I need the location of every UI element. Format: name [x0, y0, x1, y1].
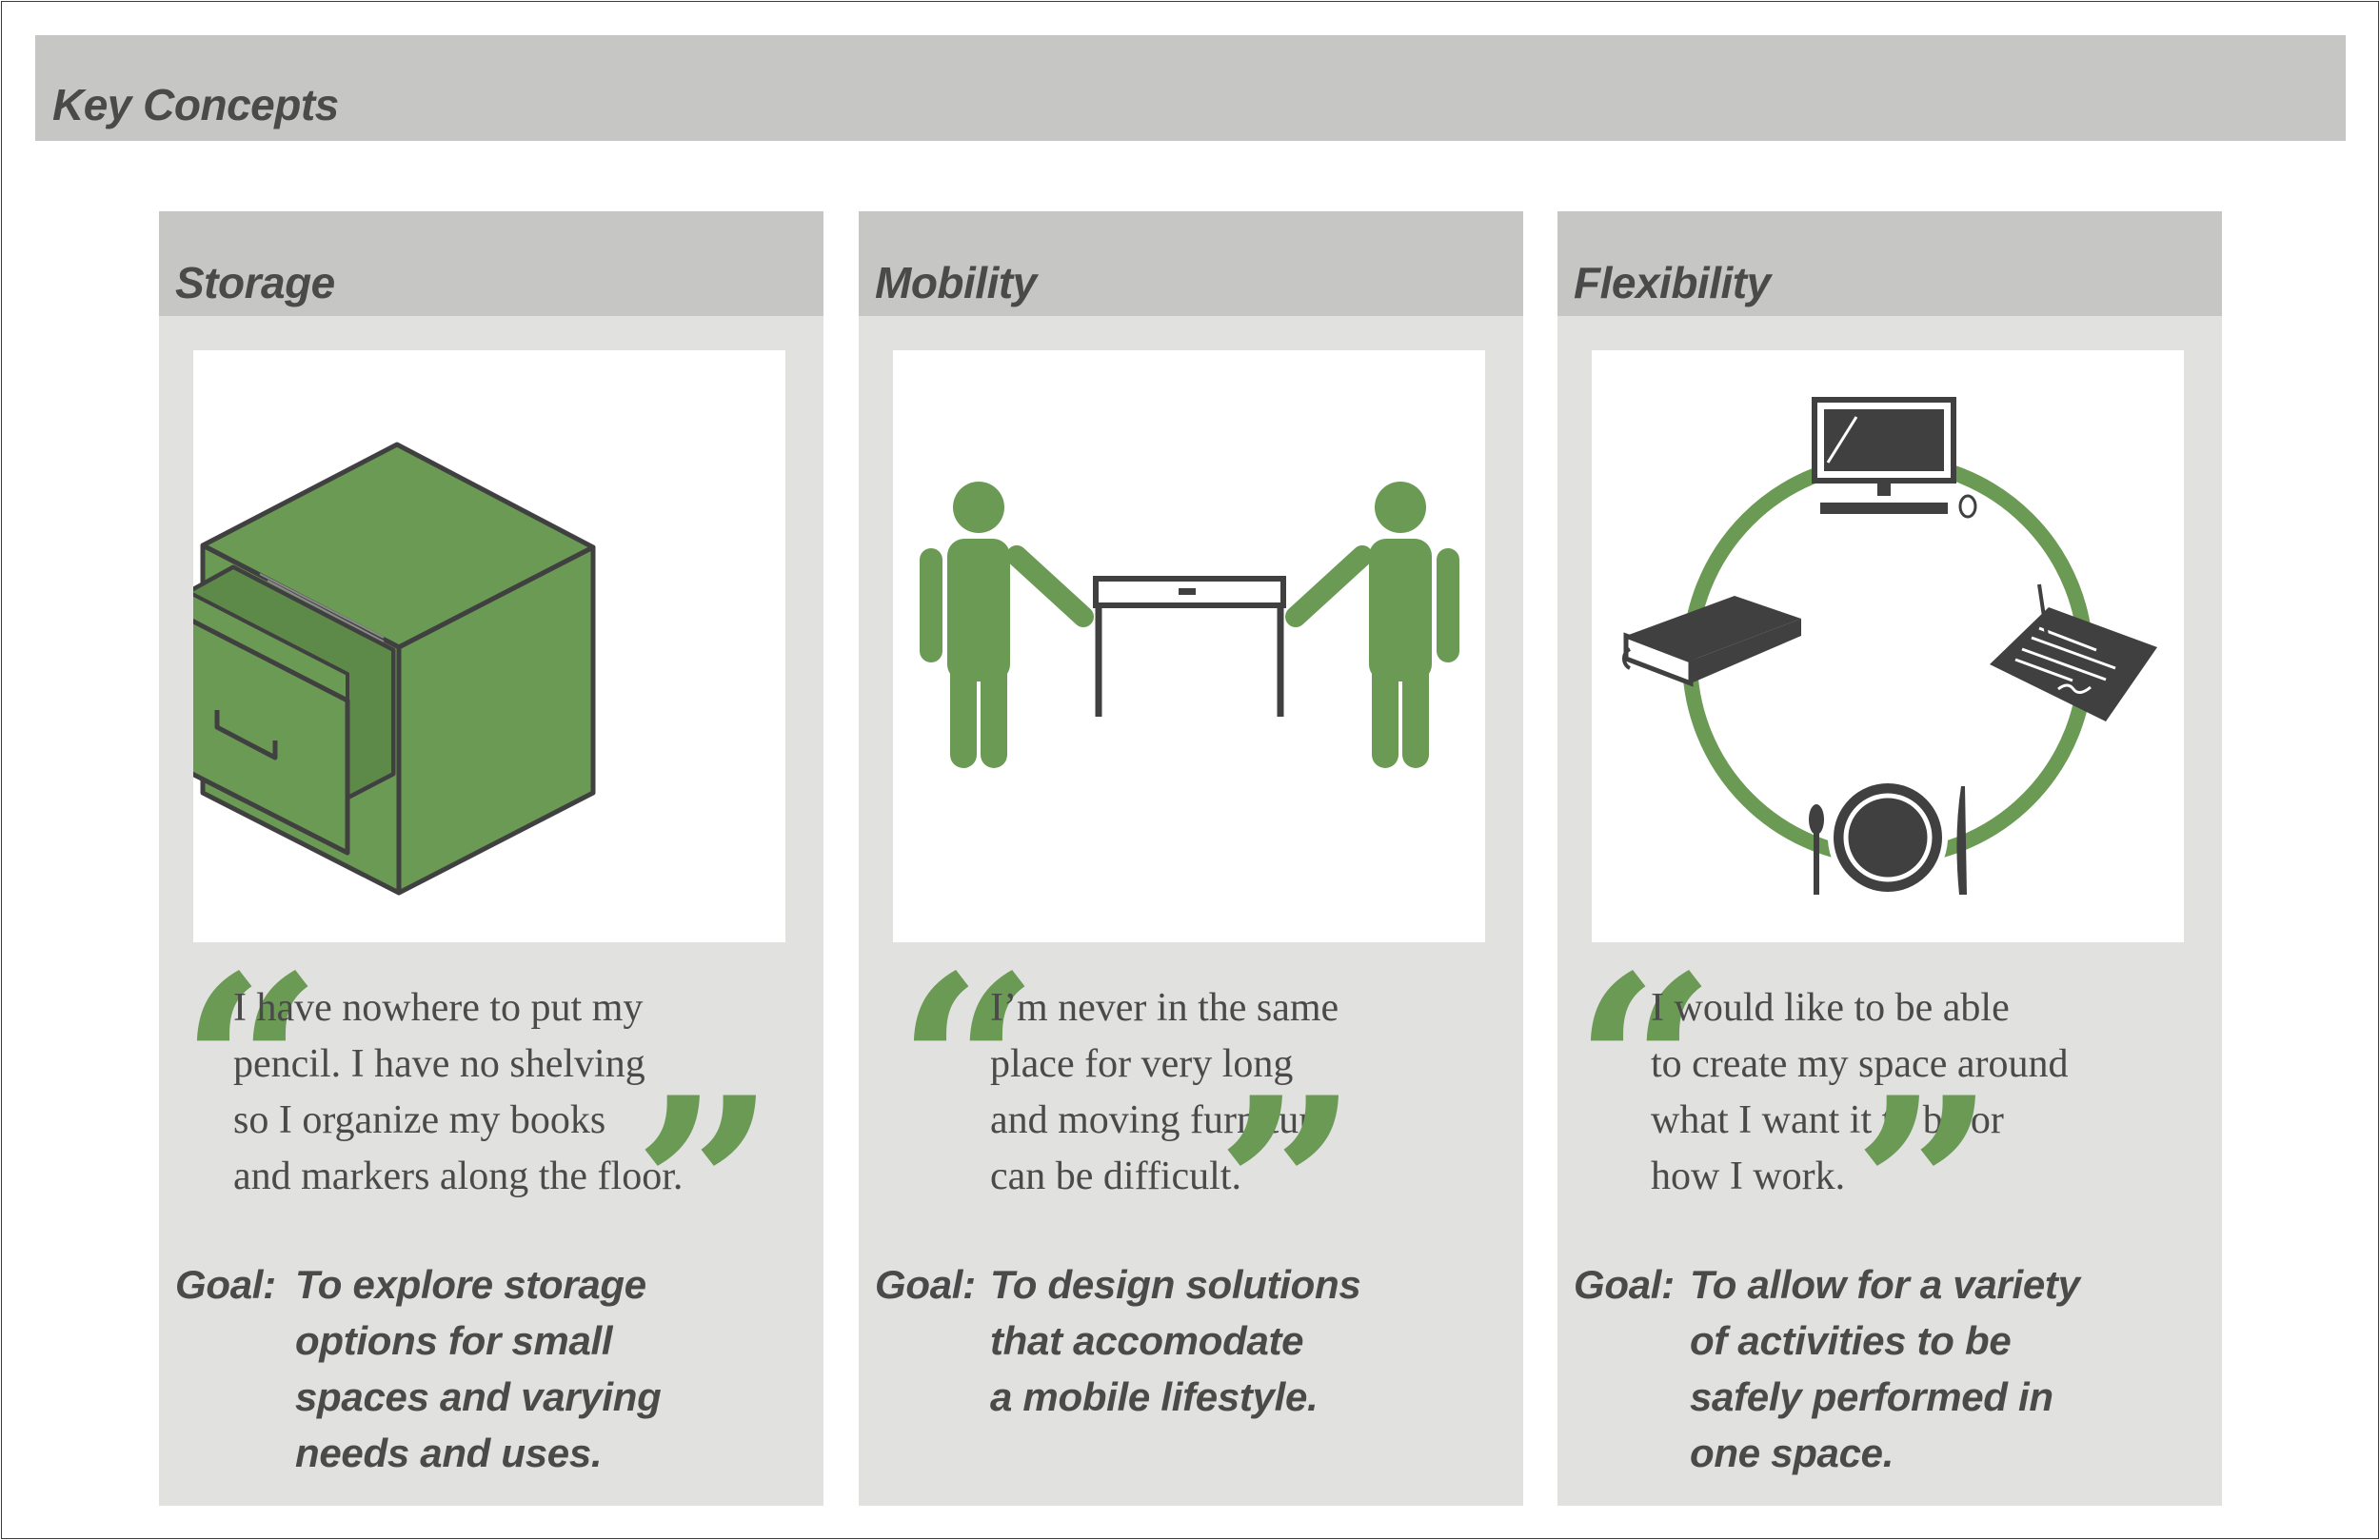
card-title: Storage	[175, 258, 335, 307]
quote-line: what I want it to be or	[1651, 1098, 2004, 1142]
people-carrying-table-icon	[920, 482, 1459, 768]
filing-cabinet-icon	[193, 442, 596, 896]
goal-line: a mobile lifestyle.	[990, 1374, 1319, 1419]
section-title: Key Concepts	[52, 80, 339, 129]
goal-line: spaces and varying	[295, 1374, 662, 1419]
close-quote-mark: ”	[1216, 1044, 1359, 1334]
goal-text: To allow for a variety of activities to …	[1690, 1256, 2080, 1481]
open-quote-mark: “	[897, 922, 1040, 1213]
goal-line: To design solutions	[990, 1262, 1361, 1307]
goal-line: needs and uses.	[295, 1431, 603, 1475]
card-header: Mobility	[859, 211, 1523, 316]
goal-label: Goal:	[1574, 1262, 1675, 1307]
book-icon	[1622, 596, 1801, 687]
quote-line: I’m never in the same	[990, 986, 1339, 1030]
card-illustration	[193, 350, 785, 942]
quote-line: I would like to be able	[1651, 986, 2010, 1030]
close-quote-mark: ”	[633, 1044, 776, 1334]
open-quote-mark: “	[180, 922, 323, 1213]
quote-text: I have nowhere to put my pencil. I have …	[233, 980, 683, 1205]
goal-line: To explore storage	[295, 1262, 646, 1307]
goal-line: safely performed in	[1690, 1374, 2053, 1419]
activities-cycle-icon	[1622, 397, 2157, 898]
computer-icon	[1812, 397, 1977, 519]
goal-line: To allow for a variety	[1690, 1262, 2080, 1307]
concept-card-mobility: Mobility	[859, 211, 1523, 1506]
quote-line: can be difficult.	[990, 1155, 1241, 1198]
card-header: Storage	[159, 211, 823, 316]
quote-line: pencil. I have no shelving	[233, 1042, 645, 1086]
card-title: Mobility	[875, 258, 1037, 307]
section-header: Key Concepts	[35, 35, 2346, 141]
goal-line: one space.	[1690, 1431, 1894, 1475]
goal-text: To design solutions that accomodate a mo…	[990, 1256, 1361, 1425]
card-header: Flexibility	[1557, 211, 2222, 316]
concept-card-storage: Storage “ I have nowhere	[159, 211, 823, 1506]
quote-text: I’m never in the same place for very lon…	[990, 980, 1339, 1205]
quote-line: to create my space around	[1651, 1042, 2069, 1086]
quote-line: I have nowhere to put my	[233, 986, 644, 1030]
quote-line: and markers along the floor.	[233, 1155, 684, 1198]
quote-line: and moving furniture	[990, 1098, 1330, 1142]
goal-line: options for small	[295, 1318, 613, 1363]
goal-label: Goal:	[875, 1262, 976, 1307]
goal-text: To explore storage options for small spa…	[295, 1256, 662, 1481]
quote-line: how I work.	[1651, 1155, 1846, 1198]
card-illustration	[1592, 350, 2184, 942]
quote-text: I would like to be able to create my spa…	[1651, 980, 2068, 1205]
concept-card-flexibility: Flexibility	[1557, 211, 2222, 1506]
dinner-plate-icon	[1809, 778, 1967, 898]
card-title: Flexibility	[1574, 258, 1771, 307]
quote-line: so I organize my books	[233, 1098, 606, 1142]
goal-label: Goal:	[175, 1262, 276, 1307]
goal-line: that accomodate	[990, 1318, 1304, 1363]
open-quote-mark: “	[1574, 922, 1716, 1213]
goal-line: of activities to be	[1690, 1318, 2012, 1363]
card-illustration	[893, 350, 1485, 942]
close-quote-mark: ”	[1853, 1044, 1995, 1334]
quote-line: place for very long	[990, 1042, 1294, 1086]
document-icon	[1990, 583, 2157, 721]
